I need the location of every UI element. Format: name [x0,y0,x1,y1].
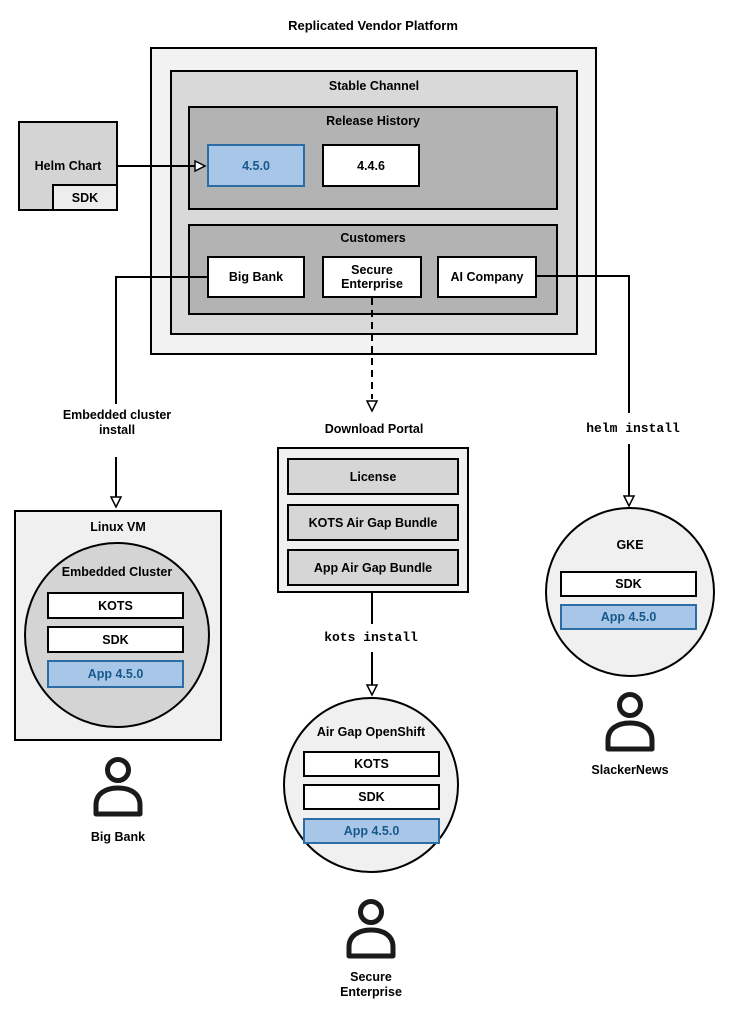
gke-title: GKE [616,538,644,552]
kots-box: KOTS [303,751,440,777]
embedded-install-arrowhead [109,496,123,509]
secure-enterprise-user-label: Secure Enterprise [340,970,402,999]
helm-install-arrowhead [622,495,636,508]
airgap-openshift-title: Air Gap OpenShift [316,725,426,739]
app-version-box: App 4.5.0 [560,604,697,630]
helm-install-command: helm install [586,421,680,436]
stable-channel-title: Stable Channel [328,79,420,93]
app-version-box: App 4.5.0 [303,818,440,844]
helm-chart-sdk-box: SDK [52,184,118,211]
license-box: License [287,458,459,495]
customer-ai-company-box: AI Company [437,256,537,298]
slackernews-user-label: SlackerNews [591,763,669,777]
kots-install-command: kots install [324,630,418,645]
diagram-title: Replicated Vendor Platform [288,18,458,33]
big-bank-person-icon [91,757,145,824]
customers-title: Customers [340,231,406,245]
sdk-box: SDK [303,784,440,810]
app-version-box: App 4.5.0 [47,660,184,688]
sdk-box: SDK [560,571,697,597]
release-history-title: Release History [326,114,420,128]
embedded-cluster-title: Embedded Cluster [61,565,173,579]
app-airgap-bundle-box: App Air Gap Bundle [287,549,459,586]
customer-secure-enterprise-box: Secure Enterprise [322,256,422,298]
kots-install-arrowhead [365,684,379,697]
customer-big-bank-box: Big Bank [207,256,305,298]
download-portal-arrowhead [365,400,379,413]
download-portal-title: Download Portal [324,422,424,436]
release-4-5-0-box: 4.5.0 [207,144,305,187]
slackernews-person-icon [603,692,657,759]
secure-enterprise-person-icon [344,899,398,966]
linux-vm-title: Linux VM [90,520,146,534]
embedded-cluster-install-label: Embedded cluster install [62,408,172,437]
big-bank-user-label: Big Bank [90,830,146,844]
sdk-box: SDK [47,626,184,653]
kots-box: KOTS [47,592,184,619]
helm-chart-title: Helm Chart [34,159,102,173]
release-4-4-6-box: 4.4.6 [322,144,420,187]
kots-airgap-bundle-box: KOTS Air Gap Bundle [287,504,459,541]
